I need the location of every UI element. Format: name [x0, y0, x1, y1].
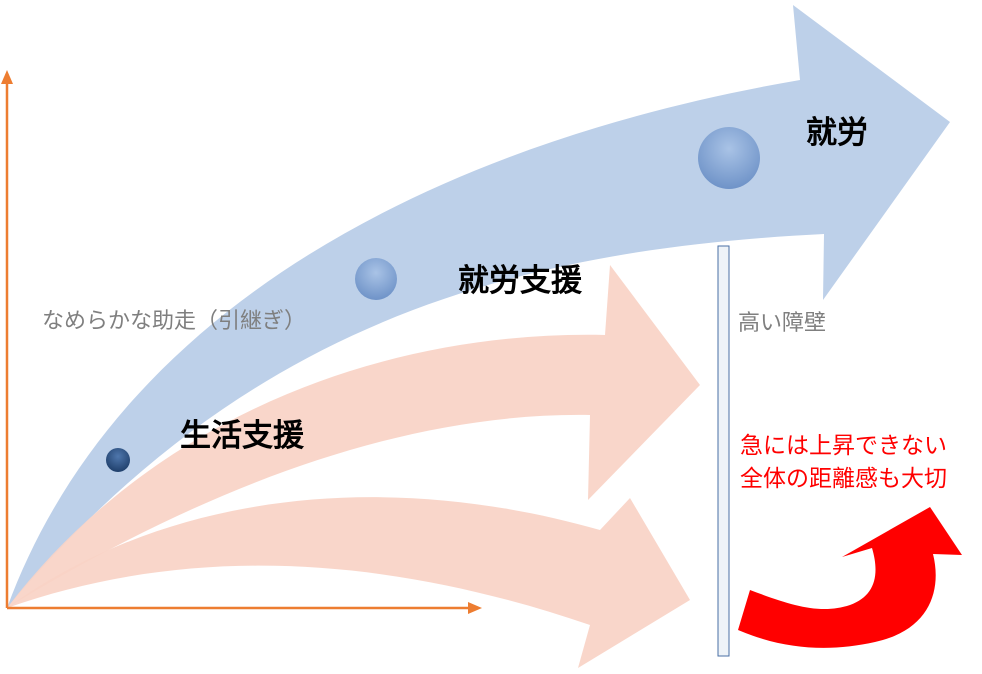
employment-label: 就労: [806, 115, 868, 151]
high-wall-bar: [717, 245, 730, 657]
note-text: 急には上昇できない 全体の距離感も大切: [740, 430, 947, 496]
pink-arrow-lower: [7, 497, 690, 668]
pink-arrow-upper: [7, 265, 700, 608]
red-rising-arrow: [738, 507, 962, 648]
smooth-runup-label: なめらかな助走（引継ぎ）: [42, 309, 307, 334]
y-axis-arrowhead: [1, 70, 13, 84]
note-line-1: 急には上昇できない: [740, 433, 947, 459]
x-axis-arrowhead: [468, 602, 482, 614]
axes: [1, 70, 482, 614]
dot-employment: [698, 127, 760, 189]
note-line-2: 全体の距離感も大切: [740, 466, 947, 492]
high-wall-label: 高い障壁: [738, 311, 827, 336]
life-support-label: 生活支援: [180, 418, 304, 454]
dot-employment-support: [355, 258, 397, 300]
employment-support-label: 就労支援: [458, 263, 582, 299]
dot-life-support: [106, 448, 130, 472]
